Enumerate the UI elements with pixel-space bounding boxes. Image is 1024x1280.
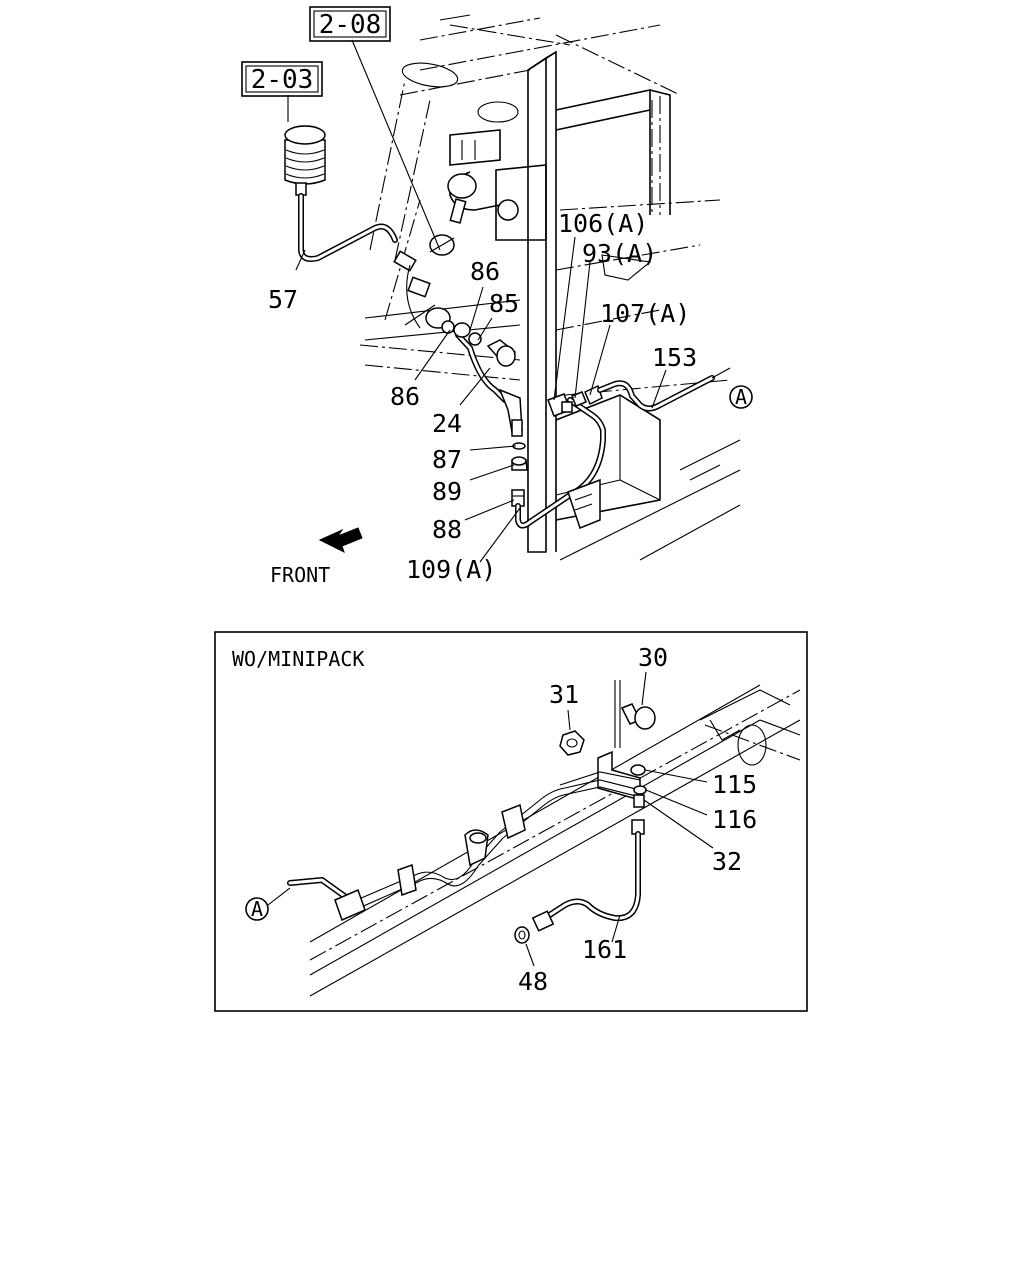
label-88: 88 bbox=[432, 515, 462, 544]
label-86-top: 86 bbox=[470, 257, 500, 286]
connector-a-inset: A bbox=[245, 897, 269, 921]
label-48: 48 bbox=[518, 967, 548, 996]
part-labels-upper: 57 86 85 86 24 87 89 88 109(A) 106(A) 93… bbox=[268, 209, 697, 584]
reservoir-tank bbox=[284, 125, 326, 196]
label-31: 31 bbox=[549, 680, 579, 709]
label-106a: 106(A) bbox=[558, 209, 648, 238]
inset-wo-minipack: WO/MINIPACK bbox=[214, 631, 808, 1012]
fittings-87-89-88 bbox=[511, 442, 528, 507]
label-86-bottom: 86 bbox=[390, 382, 420, 411]
reference-box-2-03: 2-03 bbox=[241, 61, 323, 97]
label-153: 153 bbox=[652, 343, 697, 372]
label-89: 89 bbox=[432, 477, 462, 506]
label-115: 115 bbox=[712, 770, 757, 799]
label-116: 116 bbox=[712, 805, 757, 834]
inset-title: WO/MINIPACK bbox=[232, 647, 364, 671]
label-24: 24 bbox=[432, 409, 462, 438]
leader-lines-upper bbox=[287, 39, 667, 563]
connector-a-upper-text: A bbox=[735, 385, 747, 409]
front-label: FRONT bbox=[270, 563, 330, 587]
label-85: 85 bbox=[489, 289, 519, 318]
label-57: 57 bbox=[268, 285, 298, 314]
label-32: 32 bbox=[712, 847, 742, 876]
reference-2-03-text: 2-03 bbox=[251, 65, 314, 95]
reference-2-08-text: 2-08 bbox=[319, 10, 382, 40]
pipe-24 bbox=[441, 320, 523, 437]
label-93a: 93(A) bbox=[582, 239, 657, 268]
label-107a: 107(A) bbox=[600, 299, 690, 328]
front-arrow-icon bbox=[318, 527, 363, 553]
front-direction-indicator: FRONT bbox=[270, 527, 363, 587]
label-161: 161 bbox=[582, 935, 627, 964]
label-30: 30 bbox=[638, 643, 668, 672]
connector-a-upper: A bbox=[729, 385, 753, 409]
label-87: 87 bbox=[432, 445, 462, 474]
tee-and-pipe-153 bbox=[547, 367, 731, 417]
pipe-109a bbox=[515, 397, 606, 529]
connector-a-inset-text: A bbox=[251, 897, 263, 921]
reference-box-2-08: 2-08 bbox=[309, 6, 391, 42]
label-109a: 109(A) bbox=[406, 555, 496, 584]
hose-57 bbox=[298, 193, 467, 329]
